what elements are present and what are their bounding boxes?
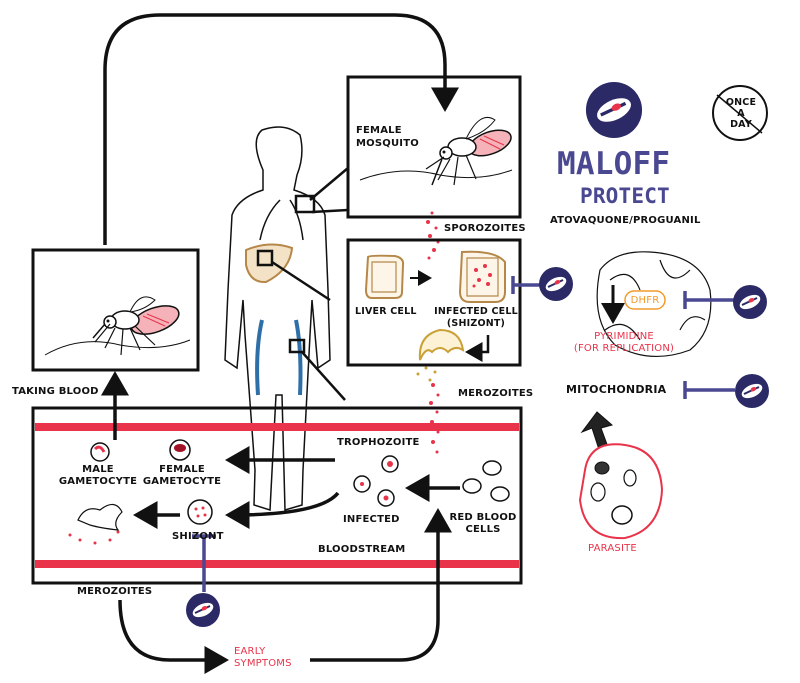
dhfr-label: DHFR — [630, 295, 660, 306]
blood-marker — [288, 338, 306, 354]
pill-icon-brand — [584, 80, 644, 140]
sporozoite-drops — [426, 211, 440, 260]
bloodstream-box — [31, 406, 523, 585]
trophozoite-label: TROPHOZOITE — [337, 437, 420, 448]
shizont-label: SHIZONT — [172, 531, 224, 542]
inhibit-dhfr — [683, 291, 735, 309]
merozoite-drops — [429, 383, 440, 454]
male-gametocyte-icon — [90, 442, 110, 462]
bloodstream-label: BLOODSTREAM — [318, 544, 406, 555]
vein-icon — [255, 319, 303, 396]
brand-name: MALOFF — [557, 146, 671, 182]
trophozoite-cells-icon — [353, 455, 399, 507]
sporozoites-label: SPOROZOITES — [444, 223, 526, 234]
ruptured-cell-icon — [68, 503, 123, 545]
mitochondria-icon — [596, 251, 712, 358]
parasite-label: PARASITE — [588, 543, 637, 554]
pill-icon-blood — [185, 592, 221, 628]
mitochondria-label: MITOCHONDRIA — [566, 383, 667, 396]
mosquito-icon-female — [425, 116, 512, 186]
inhibit-mitochondria — [683, 381, 735, 399]
human-body-outline — [224, 126, 331, 512]
taking-blood-box — [31, 248, 200, 372]
infected-cell-label: INFECTED CELL(SHIZONT) — [434, 306, 518, 329]
symptoms-to-rbc-arrow — [310, 508, 452, 662]
female-gametocyte-icon — [169, 439, 191, 461]
brand-ingredients: ATOVAQUONE/PROGUANIL — [550, 215, 701, 226]
dhfr-box — [624, 290, 666, 310]
brand-product: PROTECT — [580, 184, 670, 208]
early-symptoms-loop-arrow — [118, 599, 229, 674]
inhibit-shizont — [192, 534, 216, 592]
bite-site-marker — [294, 194, 316, 214]
infected-to-shizont-arrow — [225, 491, 340, 529]
liver-marker — [256, 249, 274, 267]
inhibit-liver-stage — [511, 276, 540, 294]
pill-icon-liver — [538, 266, 574, 302]
female-mosquito-box — [346, 75, 522, 219]
mosquito-icon-left — [92, 296, 180, 356]
once-a-day-stamp — [712, 85, 768, 141]
shizont-icon — [187, 499, 213, 525]
taking-blood-label: TAKING BLOOD — [12, 386, 99, 397]
infected-cell-icon — [458, 250, 506, 303]
merozoites-liver-label: MEROZOITES — [458, 388, 534, 399]
liver-cell-icon — [364, 254, 405, 299]
infected-label: INFECTED — [343, 514, 400, 525]
parasite-cell-icon — [578, 443, 664, 540]
pill-icon-mitochondria — [734, 373, 770, 409]
liver-stage-box — [346, 238, 522, 367]
pill-icon-dhfr — [732, 284, 768, 320]
liver-cell-label: LIVER CELL — [355, 306, 417, 317]
merozoite-release-icon — [416, 328, 465, 382]
cycle-arrow-top — [103, 13, 459, 245]
merozoites-blood-label: MEROZOITES — [77, 586, 153, 597]
pyrimidine-label: PYRIMIDINE(FOR REPLICATION) — [573, 331, 675, 354]
red-blood-cells-icon — [462, 460, 510, 502]
